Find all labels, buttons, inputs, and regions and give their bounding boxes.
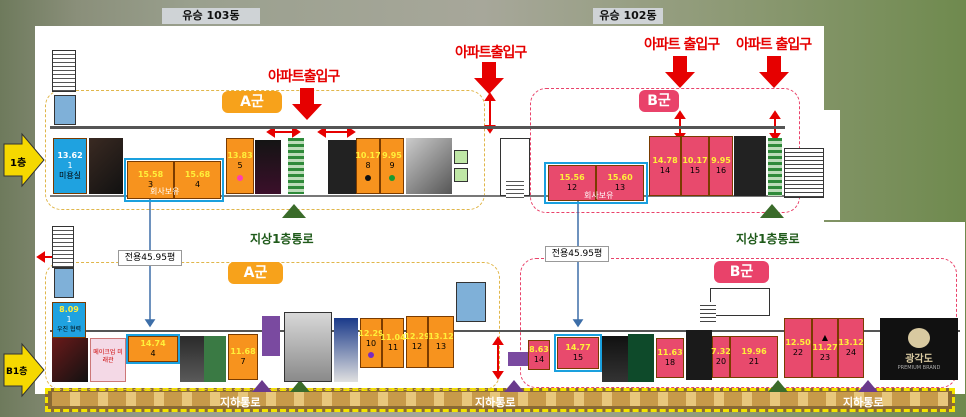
unit-b1-10[interactable]: 12.29 10 <box>358 318 384 368</box>
entrance-label-d: 아파트 출입구 <box>736 37 812 53</box>
floor-label-b1: B1층 <box>6 367 28 377</box>
stair-1f-green <box>288 138 304 194</box>
exclusive-area-label-a: 전용45.95평 <box>118 250 182 266</box>
unit-b1-7[interactable]: 11.68 7 <box>228 334 258 380</box>
unit-1f-4[interactable]: 15.68 4 <box>174 161 221 199</box>
wall-1f-top <box>50 126 785 129</box>
storefront-1f-a <box>89 138 123 194</box>
storefront-b1-e <box>284 312 332 382</box>
unit-1f-5[interactable]: 13.83 5 <box>226 138 254 194</box>
core-1f-stairs <box>506 178 524 200</box>
fixture-1f-a <box>454 150 468 164</box>
fixture-1f-b <box>454 168 468 182</box>
corridor-lights <box>52 392 948 406</box>
storefront-1f-c <box>328 140 356 194</box>
elevator-b1-mid <box>456 282 486 322</box>
unit-b1-18[interactable]: 11.63 18 <box>656 338 684 378</box>
building-103-label: 유승 103동 <box>162 8 260 24</box>
unit-1f-15[interactable]: 10.17 15 <box>681 136 709 196</box>
storefront-1f-d <box>406 138 452 194</box>
unit-b1-11[interactable]: 11.04 11 <box>380 318 406 368</box>
unit-b1-12[interactable]: 12.29 12 <box>404 316 430 368</box>
storefront-b1-i <box>686 330 712 380</box>
wall-1f-bottom <box>50 195 785 197</box>
storefront-b1-f <box>334 318 358 382</box>
underground-label-2: 지하통로 <box>475 396 516 409</box>
unit-b1-24[interactable]: 13.12 24 <box>838 318 864 378</box>
exclusive-area-label-b: 전용45.95평 <box>545 246 609 262</box>
unit-b1-23[interactable]: ▲ 11.27 23 <box>812 318 838 378</box>
building-102-label: 유승 102동 <box>593 8 663 24</box>
storefront-b1-h <box>628 334 654 382</box>
zone-a-label-b1: A군 <box>228 262 283 284</box>
company-owned-label-a: 회사보유 <box>150 187 180 196</box>
unit-b1-14[interactable]: 8.63 14 <box>528 340 550 370</box>
unit-1f-12[interactable]: 15.56 12 <box>548 165 596 201</box>
entrance-arrow-c <box>665 56 695 88</box>
company-owned-group-a <box>124 158 224 202</box>
unit-b1-22[interactable]: 12.50 22 <box>784 318 812 378</box>
storefront-1f-b <box>255 140 281 194</box>
staircase-1f-right <box>784 148 824 198</box>
unit-b1-15-outline <box>554 334 602 372</box>
unit-1f-14[interactable]: 14.78 14 <box>649 136 681 196</box>
zone-a-label-1f: A군 <box>222 91 282 113</box>
storefront-b1-b: 메이크업 미래관 <box>90 338 126 382</box>
ramp-b1-a <box>262 316 280 356</box>
underground-label-1: 지하통로 <box>220 396 261 409</box>
zone-a-outline-1f <box>45 90 485 210</box>
unit-b1-13[interactable]: 13.12 13 <box>428 316 454 368</box>
stairs-b1-right <box>700 302 716 324</box>
zone-b-label-b1: B군 <box>714 261 769 283</box>
staircase-b1 <box>52 226 74 268</box>
unit-b1-15[interactable]: 14.77 15 <box>557 337 599 369</box>
storefront-gwanggakdo: 광각도 PREMIUM BRAND <box>880 318 958 380</box>
stair-1f-green-2 <box>768 138 782 196</box>
zone-b-label-1f: B군 <box>639 90 679 112</box>
ground-passage-label-1: 지상1층통로 <box>250 232 314 246</box>
company-owned-label-b: 회사보유 <box>584 191 614 200</box>
storefront-b1-c <box>180 336 204 382</box>
entrance-arrow-d <box>759 56 789 88</box>
unit-b1-1[interactable]: 8.09 1 우진 협력 <box>52 302 86 338</box>
entrance-label-c: 아파트 출입구 <box>644 37 720 53</box>
unit-b1-4[interactable]: 14.74 4 <box>128 336 178 362</box>
entrance-arrow-a <box>292 88 322 120</box>
core-b1-right <box>710 288 770 316</box>
elevator-1f <box>54 95 76 125</box>
company-owned-group-b <box>544 162 648 204</box>
unit-1f-8[interactable]: 10.17 8 <box>355 138 381 194</box>
rooster-logo-icon <box>908 327 930 348</box>
unit-1f-3[interactable]: 15.58 3 <box>127 161 174 199</box>
ramp-b1-b <box>508 352 530 366</box>
unit-b1-4-outline <box>126 334 180 364</box>
ground-passage-tri-2 <box>760 204 784 218</box>
floor-arrow-1f <box>3 132 45 188</box>
ground-passage-tri-1 <box>282 204 306 218</box>
elevator-b1 <box>54 268 74 298</box>
floor-arrow-b1 <box>3 342 45 398</box>
unit-b1-20[interactable]: 7.32 20 <box>711 336 731 378</box>
entrance-arrow-b <box>474 62 504 94</box>
unit-b1-21[interactable]: 19.96 21 <box>730 336 778 378</box>
ground-passage-label-2: 지상1층통로 <box>736 232 800 246</box>
entrance-label-b: 아파트출입구 <box>455 45 527 61</box>
wall-b1-top <box>50 330 960 332</box>
storefront-b1-g <box>602 336 628 382</box>
underground-label-3: 지하통로 <box>843 396 884 409</box>
unit-1f-16[interactable]: 9.95 16 <box>709 136 733 196</box>
unit-1f-13[interactable]: 15.60 13 <box>596 165 644 201</box>
unit-1f-1[interactable]: 13.62 1 미용실 <box>53 138 87 194</box>
staircase-1f <box>52 50 76 92</box>
entrance-label-a: 아파트출입구 <box>268 69 340 85</box>
storefront-1f-e <box>734 136 766 196</box>
storefront-b1-d <box>204 336 226 382</box>
storefront-b1-a <box>52 338 88 382</box>
unit-1f-9[interactable]: 9.95 9 <box>380 138 404 194</box>
floor-label-1f: 1층 <box>10 158 27 169</box>
